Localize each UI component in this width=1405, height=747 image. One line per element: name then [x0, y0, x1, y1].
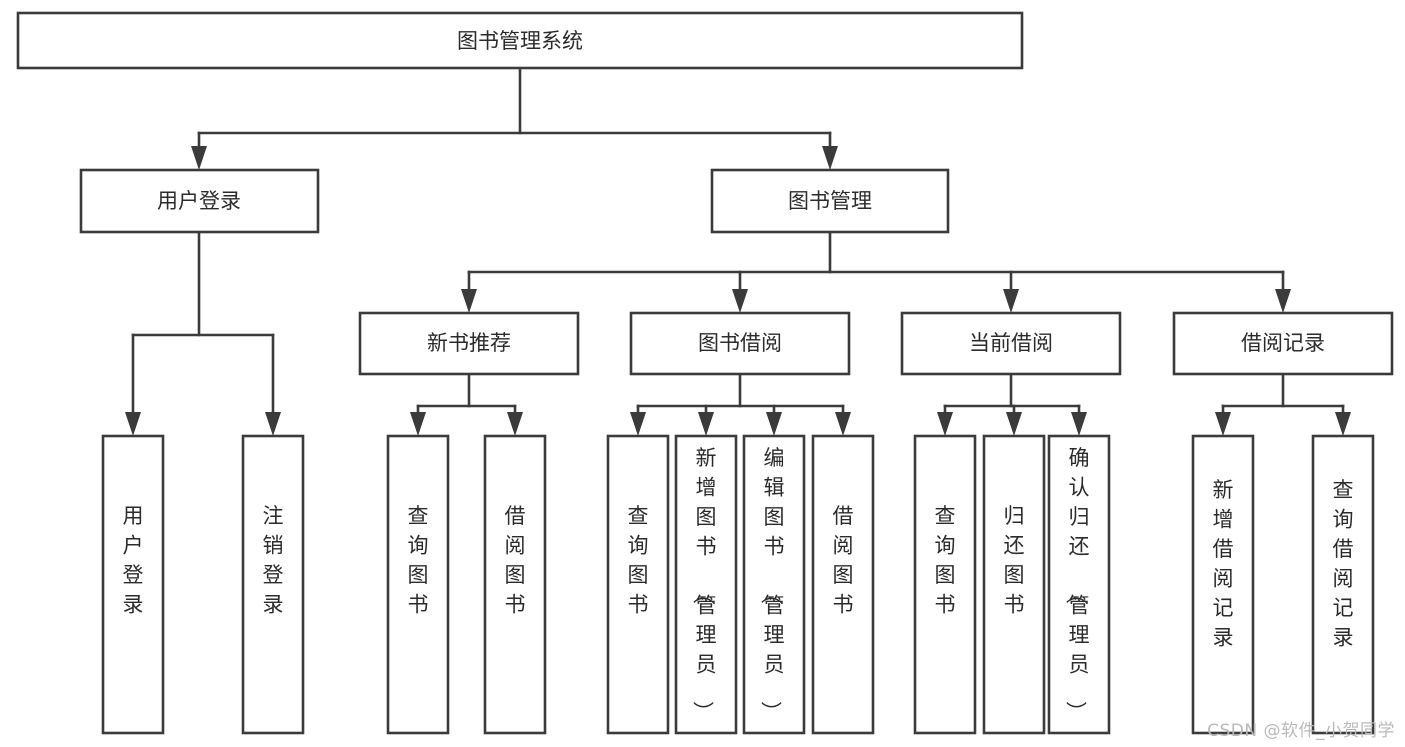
- arrow-head-leaf-add-book: [698, 412, 714, 436]
- node-leaf-query-book-1-box[interactable]: [386, 434, 450, 735]
- node-leaf-query-book-1[interactable]: 查询图书: [386, 434, 450, 735]
- node-borrow-record[interactable]: 借阅记录: [1172, 311, 1394, 376]
- node-leaf-return-book[interactable]: 归还图书: [982, 434, 1046, 735]
- node-book-management[interactable]: 图书管理: [710, 168, 950, 234]
- node-leaf-query-book-3-label: 查询图书: [935, 504, 956, 617]
- node-leaf-borrow-book-2[interactable]: 借阅图书: [811, 434, 875, 735]
- node-book-borrow[interactable]: 图书借阅: [629, 311, 851, 376]
- node-leaf-query-book-3-box[interactable]: [913, 434, 977, 735]
- node-root-box[interactable]: [16, 11, 1024, 70]
- node-current-borrow-box[interactable]: [900, 311, 1122, 376]
- node-borrow-record-box[interactable]: [1172, 311, 1394, 376]
- node-leaf-edit-book-box[interactable]: [742, 434, 806, 735]
- node-book-management-box[interactable]: [710, 168, 950, 234]
- node-new-book-recommend-box[interactable]: [358, 311, 580, 376]
- arrow-head-leaf-return-book: [1006, 412, 1022, 436]
- node-leaf-borrow-book-1-box[interactable]: [483, 434, 547, 735]
- connector-group-borrow-record: [1215, 372, 1351, 436]
- node-leaf-query-borrow-record-label: 查询借阅记录: [1333, 478, 1354, 650]
- arrow-head-book-management: [822, 146, 838, 170]
- node-leaf-query-book-1-label: 查询图书: [408, 504, 429, 617]
- node-leaf-query-book-2-box[interactable]: [606, 434, 670, 735]
- arrow-head-user-login: [191, 146, 207, 170]
- node-leaf-add-book-box[interactable]: [674, 434, 738, 735]
- node-new-book-recommend[interactable]: 新书推荐: [358, 311, 580, 376]
- node-leaf-confirm-return[interactable]: 确认归还（管理员）: [1047, 434, 1111, 735]
- node-leaf-borrow-book-2-box[interactable]: [811, 434, 875, 735]
- node-root-label: 图书管理系统: [457, 29, 583, 53]
- node-user-login-box[interactable]: [79, 168, 320, 234]
- node-leaf-borrow-book-1[interactable]: 借阅图书: [483, 434, 547, 735]
- connector-group-book-management: [461, 230, 1291, 313]
- node-leaf-return-book-box[interactable]: [982, 434, 1046, 735]
- node-user-login[interactable]: 用户登录: [79, 168, 320, 234]
- node-current-borrow-label: 当前借阅: [969, 331, 1053, 355]
- node-leaf-query-borrow-record-box[interactable]: [1311, 434, 1375, 735]
- node-leaf-add-borrow-record-box[interactable]: [1191, 434, 1255, 735]
- arrow-head-leaf-query-borrow-record: [1335, 412, 1351, 436]
- node-leaf-borrow-book-2-label: 借阅图书: [833, 504, 854, 617]
- node-leaf-add-borrow-record[interactable]: 新增借阅记录: [1191, 434, 1255, 735]
- node-leaf-edit-book-label: 编辑图书（管理员）: [759, 446, 785, 722]
- arrow-head-leaf-edit-book: [766, 412, 782, 436]
- connector-group-book-borrow: [630, 372, 851, 436]
- arrow-head-book-borrow: [732, 289, 748, 313]
- arrow-head-current-borrow: [1003, 289, 1019, 313]
- node-leaf-query-book-2-label: 查询图书: [628, 504, 649, 617]
- node-leaf-logout-login[interactable]: 注销登录: [241, 434, 305, 735]
- connector-group-root: [191, 66, 838, 170]
- arrow-head-leaf-confirm-return: [1071, 412, 1087, 436]
- connector-group-current-borrow: [937, 372, 1087, 436]
- node-leaf-query-book-2[interactable]: 查询图书: [606, 434, 670, 735]
- node-user-login-label: 用户登录: [157, 189, 241, 213]
- arrow-head-borrow-record: [1275, 289, 1291, 313]
- arrow-head-leaf-query-book-1: [410, 412, 426, 436]
- node-leaf-query-book-3[interactable]: 查询图书: [913, 434, 977, 735]
- connector-group-user-login: [125, 230, 281, 436]
- node-leaf-add-book-label: 新增图书（管理员）: [691, 446, 717, 722]
- node-leaf-add-book[interactable]: 新增图书（管理员）: [674, 434, 738, 735]
- node-book-borrow-label: 图书借阅: [698, 331, 782, 355]
- arrow-head-leaf-user-login: [125, 412, 141, 436]
- node-leaf-confirm-return-box[interactable]: [1047, 434, 1111, 735]
- node-borrow-record-label: 借阅记录: [1241, 331, 1325, 355]
- node-book-management-label: 图书管理: [788, 189, 872, 213]
- node-leaf-user-login-label: 用户登录: [123, 504, 144, 617]
- node-leaf-confirm-return-label: 确认归还（管理员）: [1064, 446, 1090, 722]
- arrow-head-leaf-borrow-book-2: [835, 412, 851, 436]
- arrow-head-leaf-query-book-2: [630, 412, 646, 436]
- node-leaf-borrow-book-1-label: 借阅图书: [505, 504, 526, 617]
- node-root[interactable]: 图书管理系统: [16, 11, 1024, 70]
- node-leaf-logout-login-label: 注销登录: [263, 504, 284, 617]
- node-leaf-logout-login-box[interactable]: [241, 434, 305, 735]
- node-book-borrow-box[interactable]: [629, 311, 851, 376]
- node-leaf-query-borrow-record[interactable]: 查询借阅记录: [1311, 434, 1375, 735]
- node-leaf-user-login[interactable]: 用户登录: [101, 434, 165, 735]
- arrow-head-leaf-logout-login: [265, 412, 281, 436]
- node-leaf-add-borrow-record-label: 新增借阅记录: [1213, 478, 1234, 650]
- connector-group-new-book-recommend: [410, 372, 523, 436]
- arrow-head-leaf-add-borrow-record: [1215, 412, 1231, 436]
- node-current-borrow[interactable]: 当前借阅: [900, 311, 1122, 376]
- node-new-book-recommend-label: 新书推荐: [427, 331, 511, 355]
- arrow-head-new-book-recommend: [461, 289, 477, 313]
- node-leaf-user-login-box[interactable]: [101, 434, 165, 735]
- arrow-head-leaf-query-book-3: [937, 412, 953, 436]
- node-leaf-edit-book[interactable]: 编辑图书（管理员）: [742, 434, 806, 735]
- node-leaf-return-book-label: 归还图书: [1004, 504, 1025, 617]
- arrow-head-leaf-borrow-book-1: [507, 412, 523, 436]
